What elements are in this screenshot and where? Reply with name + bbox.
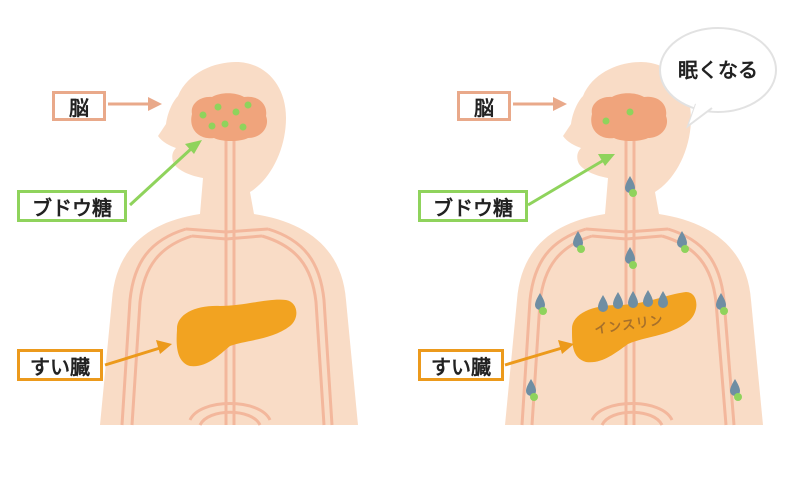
right-pancreas-label: すい臓 bbox=[418, 349, 504, 381]
left-arrows bbox=[104, 97, 202, 367]
left-vessels bbox=[120, 130, 334, 426]
right-arrows bbox=[504, 97, 615, 367]
right-glucose-label: ブドウ糖 bbox=[418, 190, 528, 222]
bloodstream-insulin-glucose bbox=[526, 176, 742, 401]
left-brain-label: 脳 bbox=[52, 91, 106, 121]
speech-bubble-text: 眠くなる bbox=[678, 58, 758, 82]
right-body bbox=[505, 62, 763, 426]
right-brain-glucose bbox=[602, 108, 634, 125]
left-brain-glucose bbox=[199, 101, 252, 131]
left-glucose-label: ブドウ糖 bbox=[17, 190, 127, 222]
left-body bbox=[100, 62, 358, 426]
left-silhouette bbox=[100, 62, 358, 425]
left-pancreas-label: すい臓 bbox=[17, 349, 103, 381]
right-brain bbox=[591, 93, 668, 141]
right-brain-label: 脳 bbox=[457, 91, 511, 121]
right-vessels bbox=[520, 130, 736, 426]
speech-bubble bbox=[659, 27, 777, 129]
left-pancreas bbox=[176, 299, 297, 367]
